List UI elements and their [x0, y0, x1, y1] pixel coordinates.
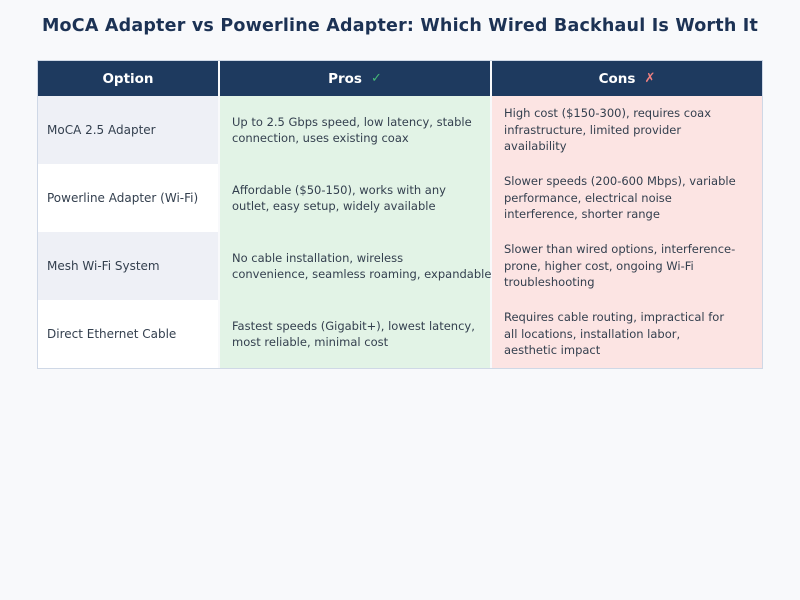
option-cell-ethernet: Direct Ethernet Cable [38, 300, 218, 368]
pros-text: No cable installation, wireless convenie… [232, 250, 492, 282]
cons-cell-ethernet: Requires cable routing, impractical for … [492, 300, 762, 368]
column-header-pros: Pros ✓ [220, 61, 490, 96]
option-cell-powerline: Powerline Adapter (Wi-Fi) [38, 164, 218, 232]
pros-header-label: Pros [328, 70, 362, 87]
cons-cell-moca: High cost ($150-300), requires coax infr… [492, 96, 762, 164]
option-label: Direct Ethernet Cable [47, 327, 177, 341]
pros-cell-moca: Up to 2.5 Gbps speed, low latency, stabl… [220, 96, 490, 164]
option-cell-moca: MoCA 2.5 Adapter [38, 96, 218, 164]
pros-cell-powerline: Affordable ($50-150), works with any out… [220, 164, 490, 232]
option-header-label: Option [102, 70, 154, 87]
option-cell-mesh: Mesh Wi-Fi System [38, 232, 218, 300]
check-icon: ✓ [370, 71, 382, 86]
cons-header-label: Cons [598, 70, 636, 87]
cons-text: High cost ($150-300), requires coax infr… [504, 106, 711, 154]
cons-text: Requires cable routing, impractical for … [504, 310, 725, 358]
cross-icon: ✗ [644, 71, 656, 86]
pros-text: Up to 2.5 Gbps speed, low latency, stabl… [232, 114, 472, 146]
option-label: MoCA 2.5 Adapter [47, 123, 156, 137]
column-header-option: Option [38, 61, 218, 96]
pros-cell-ethernet: Fastest speeds (Gigabit+), lowest latenc… [220, 300, 490, 368]
pros-text: Affordable ($50-150), works with any out… [232, 182, 446, 214]
column-header-cons: Cons ✗ [492, 61, 762, 96]
cons-cell-powerline: Slower speeds (200-600 Mbps), variable p… [492, 164, 762, 232]
cons-text: Slower than wired options, interference-… [504, 242, 736, 290]
page-title: MoCA Adapter vs Powerline Adapter: Which… [41, 16, 759, 36]
pros-text: Fastest speeds (Gigabit+), lowest latenc… [232, 318, 475, 350]
cons-text: Slower speeds (200-600 Mbps), variable p… [504, 174, 736, 222]
cons-cell-mesh: Slower than wired options, interference-… [492, 232, 762, 300]
option-label: Powerline Adapter (Wi-Fi) [47, 191, 199, 205]
comparison-table: Option Pros ✓ Cons ✗ MoCA 2.5 Adapter Up… [37, 60, 763, 369]
pros-cell-mesh: No cable installation, wireless convenie… [220, 232, 492, 300]
option-label: Mesh Wi-Fi System [47, 259, 160, 273]
